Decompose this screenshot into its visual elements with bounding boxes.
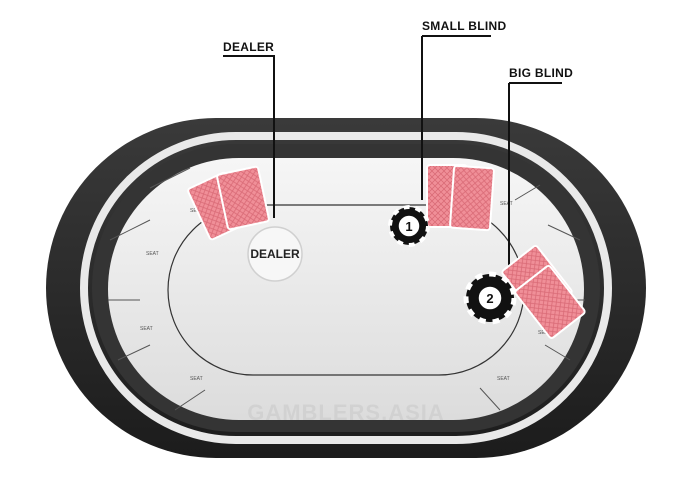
svg-text:SEAT: SEAT — [538, 330, 551, 336]
dealer-button-text: DEALER — [250, 247, 300, 261]
chip-small-blind — [388, 205, 430, 247]
chip-number-2: 2 — [486, 290, 494, 306]
dealer-button — [247, 226, 303, 282]
dealer-callout-label: DEALER — [223, 40, 275, 54]
leader-lines — [223, 35, 562, 272]
chip-number-1: 1 — [405, 218, 413, 234]
dealer-cards — [187, 165, 270, 241]
svg-text:SEAT: SEAT — [190, 376, 203, 382]
svg-text:SEAT: SEAT — [146, 251, 159, 257]
big-blind-cards — [501, 245, 586, 339]
watermark: GAMBLERS.ASIA — [247, 400, 445, 425]
big-blind-callout-label: BIG BLIND — [509, 66, 574, 80]
svg-text:SEAT: SEAT — [500, 201, 513, 207]
small-blind-callout-label: SMALL BLIND — [422, 19, 507, 33]
svg-text:SEAT: SEAT — [140, 326, 153, 332]
small-blind-cards — [426, 164, 495, 232]
inner-rail — [80, 132, 612, 444]
chip-big-blind — [463, 271, 517, 325]
svg-text:SEAT: SEAT — [497, 376, 510, 382]
